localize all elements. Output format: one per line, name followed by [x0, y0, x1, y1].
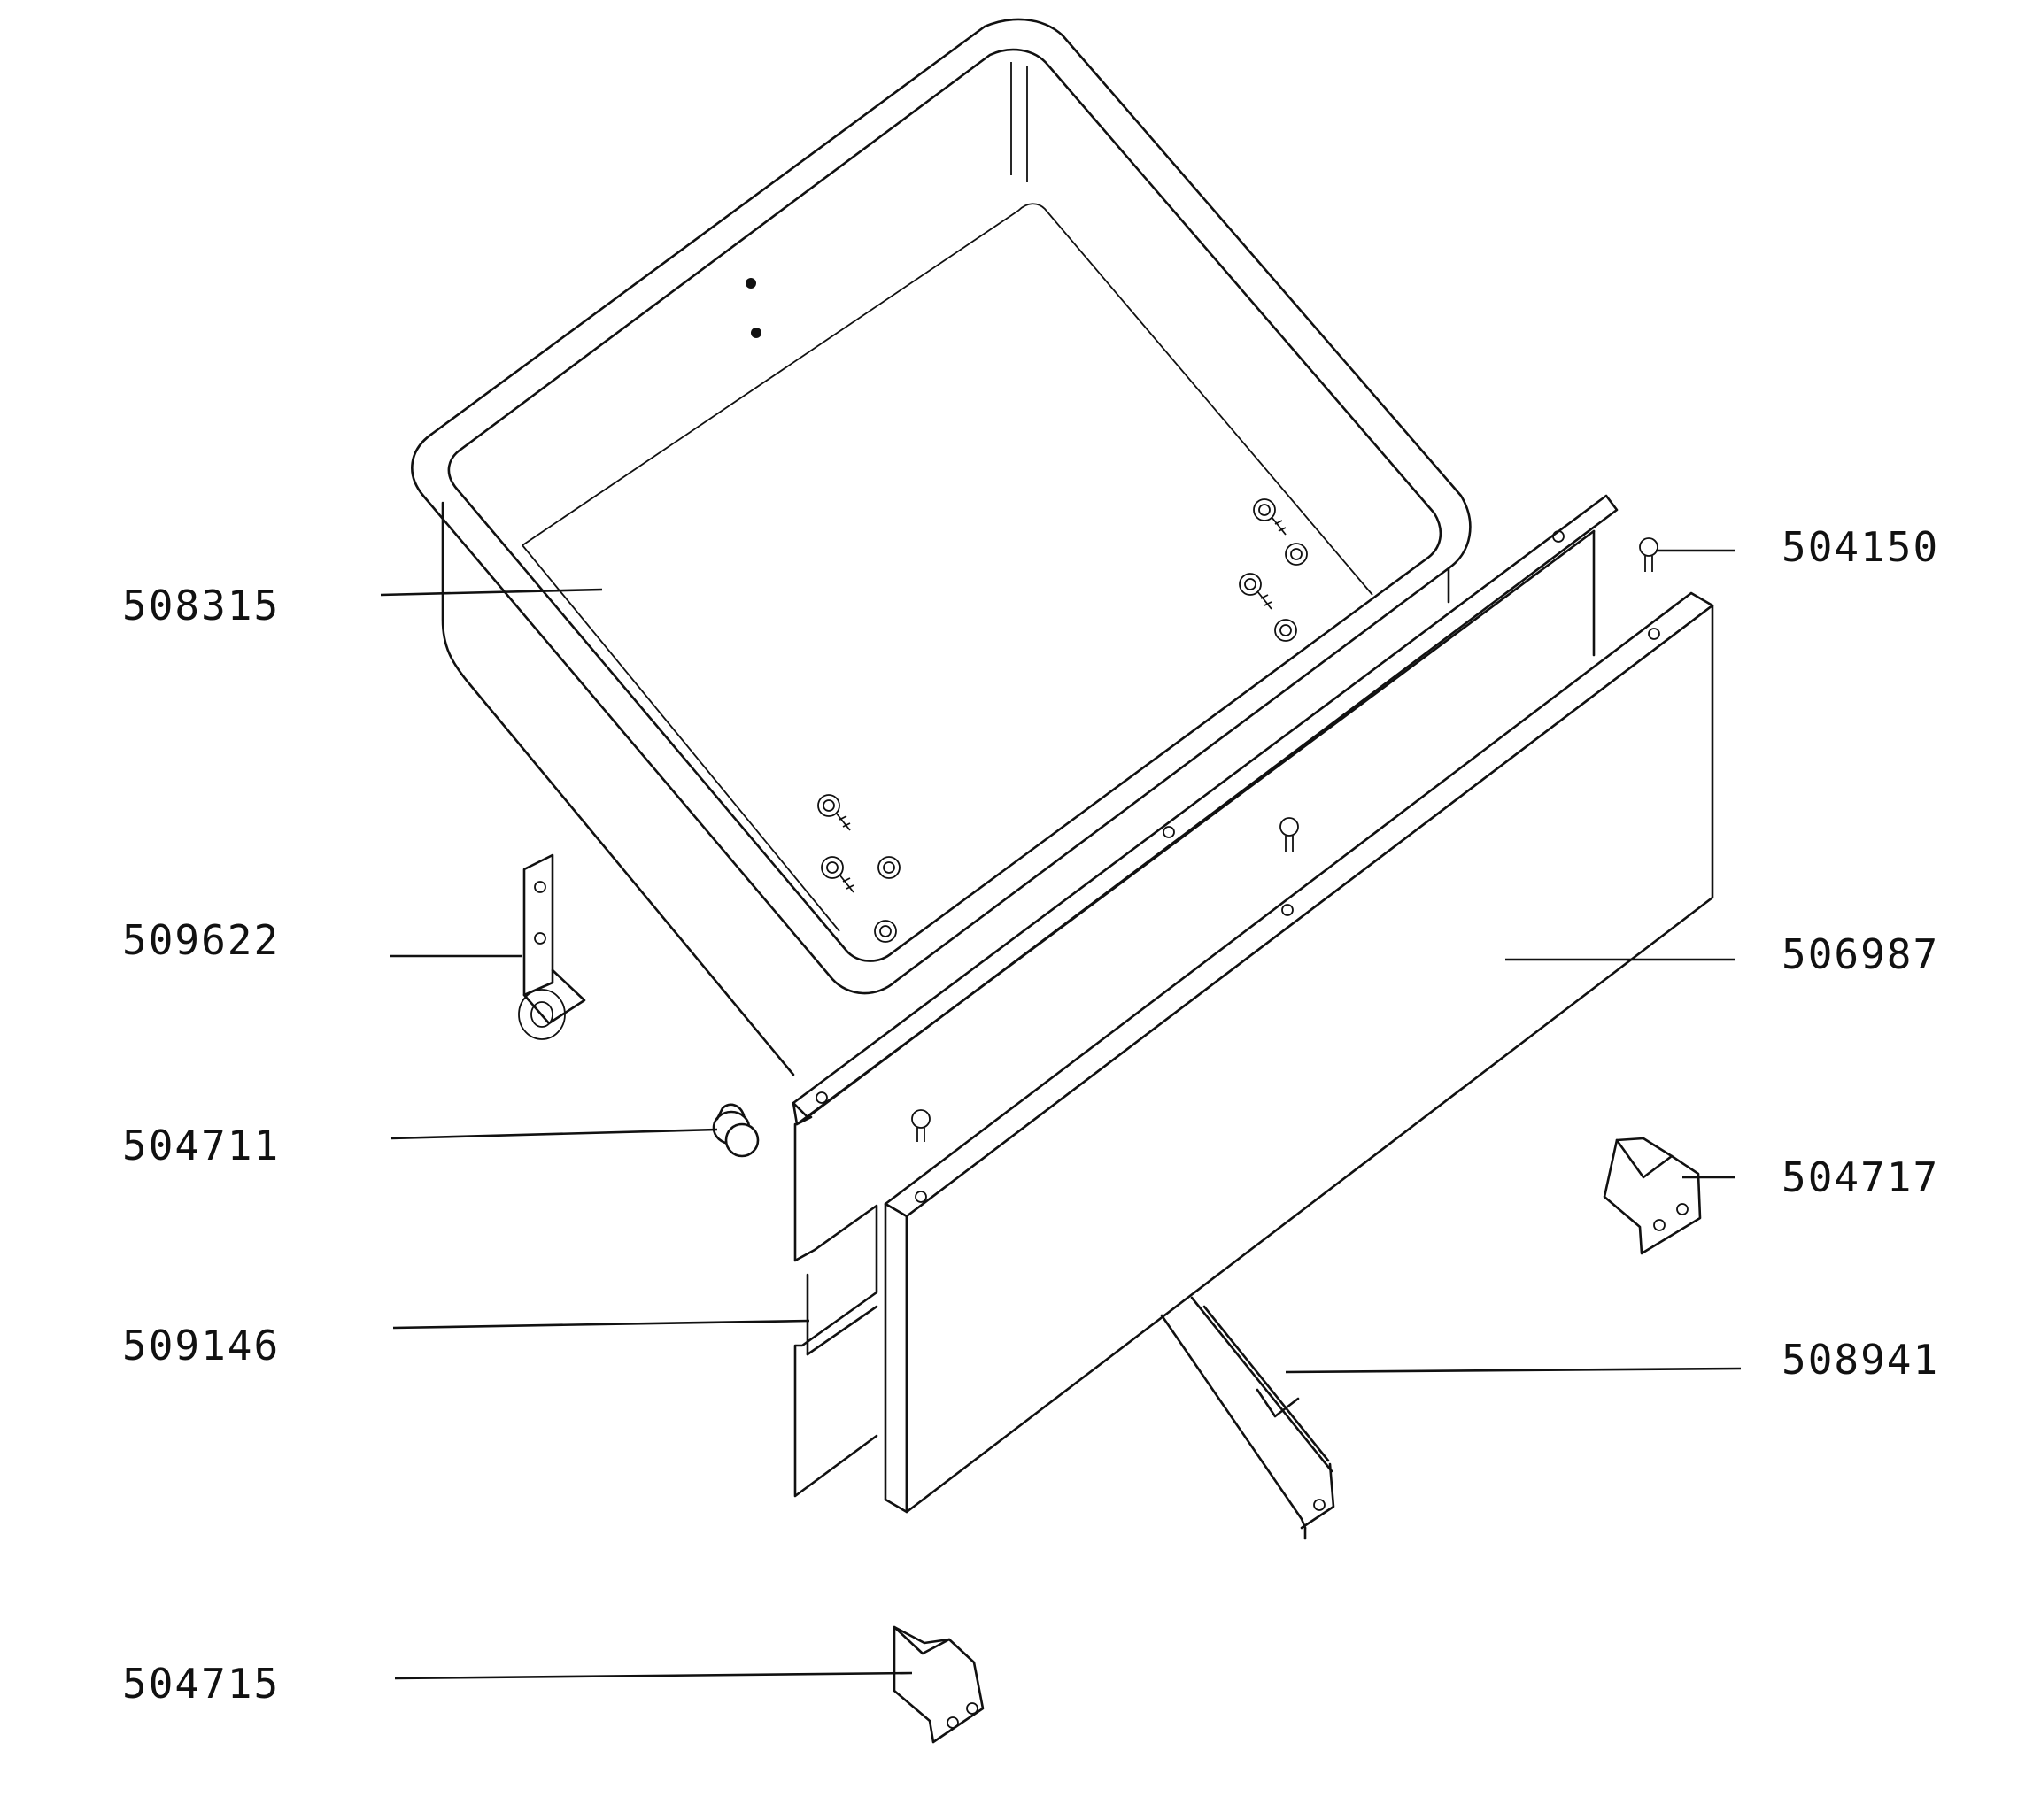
caster-drawing [518, 853, 586, 1040]
slide-rail-drawing [1160, 1296, 1335, 1540]
part-label-506987: 506987 [1782, 930, 1939, 978]
part-label-504717: 504717 [1782, 1153, 1939, 1201]
part-label-509622: 509622 [122, 916, 280, 964]
bracket-right-drawing [1603, 1137, 1702, 1255]
drawer-tub-drawing [411, 18, 1472, 1076]
leader-lines [380, 549, 1742, 1680]
pin-drawing [1639, 537, 1658, 572]
knob-drawing [712, 1103, 760, 1158]
part-label-508941: 508941 [1782, 1336, 1939, 1384]
part-label-508315: 508315 [122, 582, 280, 629]
drawer-front-panel-drawing [884, 591, 1714, 1514]
part-label-504150: 504150 [1782, 523, 1939, 571]
part-label-509146: 509146 [122, 1322, 280, 1369]
inner-front-panel-drawing [792, 494, 1619, 1498]
bracket-bottom-drawing [893, 1625, 985, 1744]
part-label-504715: 504715 [122, 1660, 280, 1708]
part-label-504711: 504711 [122, 1122, 280, 1169]
part-labels: 508315 509622 504711 509146 504715 50415… [122, 523, 1939, 1708]
